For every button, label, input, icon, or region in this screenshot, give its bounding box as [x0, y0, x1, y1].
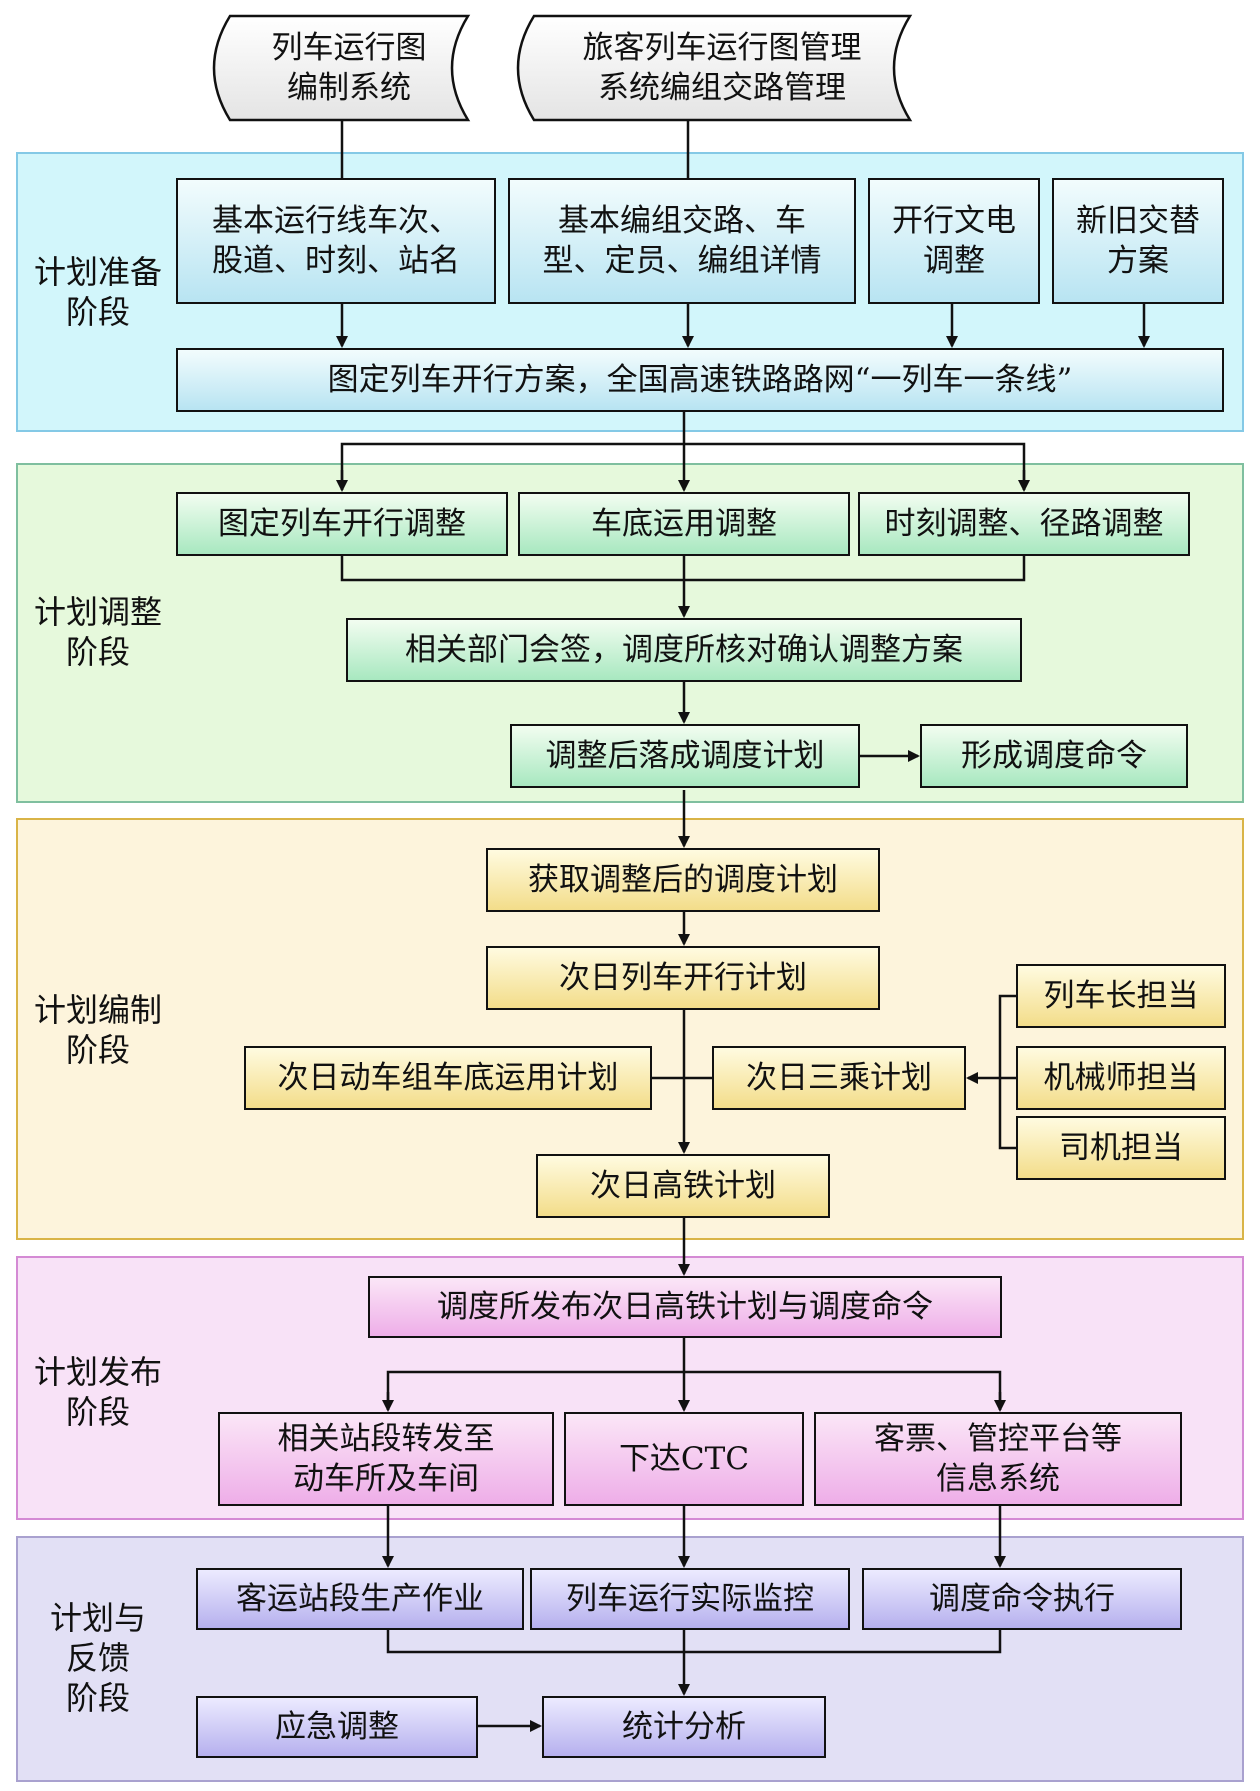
- box-time-route-adjust: 时刻调整、径路调整: [858, 492, 1190, 556]
- box-old-new-transition-plan: 新旧交替 方案: [1052, 178, 1224, 304]
- box-next-day-train-plan: 次日列车开行计划: [486, 946, 880, 1010]
- box-rolling-stock-adjust: 车底运用调整: [518, 492, 850, 556]
- box-next-day-hsr-plan: 次日高铁计划: [536, 1154, 830, 1218]
- stage-label-compilation: 计划编制 阶段: [33, 991, 162, 1069]
- stage-label-preparation: 计划准备 阶段: [33, 253, 162, 331]
- box-forward-to-depots: 相关站段转发至 动车所及车间: [218, 1412, 554, 1506]
- source-doc-train-diagram-system: 列车运行图 编制系统: [271, 30, 427, 106]
- box-next-day-crew-plan: 次日三乘计划: [712, 1046, 966, 1110]
- box-issue-ctc: 下达CTC: [564, 1412, 804, 1506]
- box-train-monitoring: 列车运行实际监控: [530, 1568, 850, 1630]
- box-basic-formation-routing: 基本编组交路、车 型、定员、编组详情: [508, 178, 856, 304]
- box-order-execution: 调度命令执行: [862, 1568, 1182, 1630]
- box-publish-plan-orders: 调度所发布次日高铁计划与调度命令: [368, 1276, 1002, 1338]
- box-countersign-confirm: 相关部门会签，调度所核对确认调整方案: [346, 618, 1022, 682]
- box-dispatch-order-formed: 形成调度命令: [920, 724, 1188, 788]
- box-scheduled-train-adjust: 图定列车开行调整: [176, 492, 508, 556]
- stage-label-feedback: 计划与 反馈 阶段: [49, 1599, 146, 1717]
- box-operation-telegram-adjust: 开行文电 调整: [868, 178, 1040, 304]
- box-driver-duty: 司机担当: [1016, 1116, 1226, 1180]
- box-emergency-adjust: 应急调整: [196, 1696, 478, 1758]
- box-ticket-control-systems: 客票、管控平台等 信息系统: [814, 1412, 1182, 1506]
- box-dispatch-plan-formed: 调整后落成调度计划: [510, 724, 860, 788]
- box-conductor-duty: 列车长担当: [1016, 964, 1226, 1028]
- box-mechanic-duty: 机械师担当: [1016, 1046, 1226, 1110]
- source-doc-right-shape: [516, 14, 913, 122]
- stage-label-publication: 计划发布 阶段: [33, 1353, 162, 1431]
- source-doc-left-shape: [212, 14, 471, 122]
- source-doc-passenger-diagram-system: 旅客列车运行图管理 系统编组交路管理: [582, 30, 862, 106]
- box-scheduled-train-plan: 图定列车开行方案，全国高速铁路路网“一列车一条线”: [176, 348, 1224, 412]
- box-next-day-emu-plan: 次日动车组车底运用计划: [244, 1046, 652, 1110]
- box-fetch-adjusted-plan: 获取调整后的调度计划: [486, 848, 880, 912]
- box-statistical-analysis: 统计分析: [542, 1696, 826, 1758]
- box-basic-running-line: 基本运行线车次、 股道、时刻、站名: [176, 178, 496, 304]
- stage-label-adjustment: 计划调整 阶段: [33, 593, 162, 671]
- box-station-production: 客运站段生产作业: [196, 1568, 524, 1630]
